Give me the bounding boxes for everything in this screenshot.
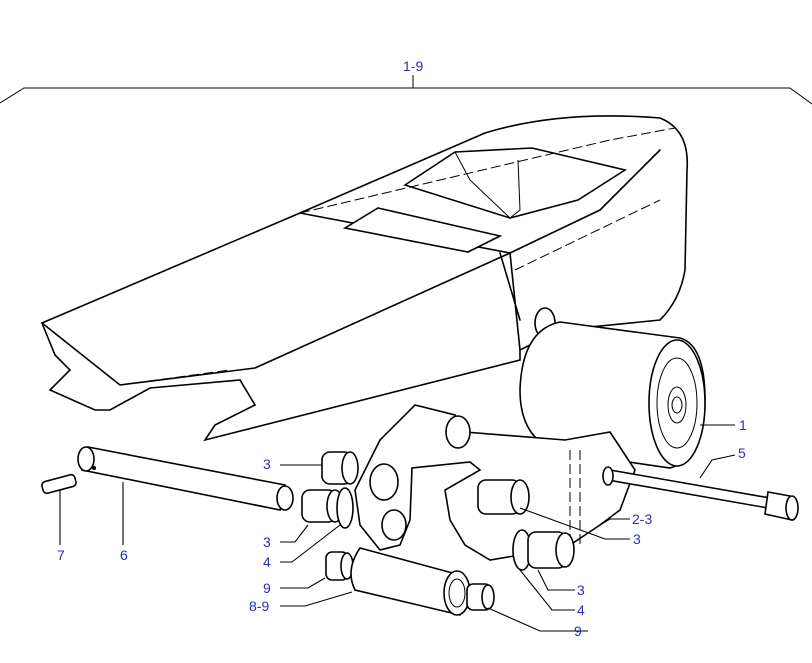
callout-bush-lower-right[interactable]: 3 <box>577 582 585 598</box>
callout-bush-upper-left[interactable]: 3 <box>263 456 271 472</box>
callout-washer-left[interactable]: 4 <box>263 554 271 570</box>
callout-bush-small-left[interactable]: 9 <box>263 580 271 596</box>
callout-assembly[interactable]: 1-9 <box>403 58 424 74</box>
callout-bolt[interactable]: 5 <box>738 445 746 461</box>
leader-lines <box>59 424 736 632</box>
callout-bush-upper-right[interactable]: 3 <box>633 531 641 547</box>
bolt-part <box>602 466 799 521</box>
callout-bush-small-right[interactable]: 9 <box>574 623 582 639</box>
callout-frame[interactable]: 1 <box>739 417 747 433</box>
callout-pin[interactable]: 7 <box>57 547 65 563</box>
callout-sleeve[interactable]: 8-9 <box>249 598 270 614</box>
callout-shaft[interactable]: 6 <box>120 547 128 563</box>
bushes <box>301 451 575 616</box>
callout-bush-mid-left[interactable]: 3 <box>263 534 271 550</box>
main-frame-part <box>40 115 706 469</box>
callout-washer-right[interactable]: 4 <box>577 602 585 618</box>
assembly-bracket-line <box>0 75 812 105</box>
shaft-part <box>77 446 294 511</box>
callout-bracket[interactable]: 2-3 <box>632 511 653 527</box>
pin-part <box>41 473 77 495</box>
